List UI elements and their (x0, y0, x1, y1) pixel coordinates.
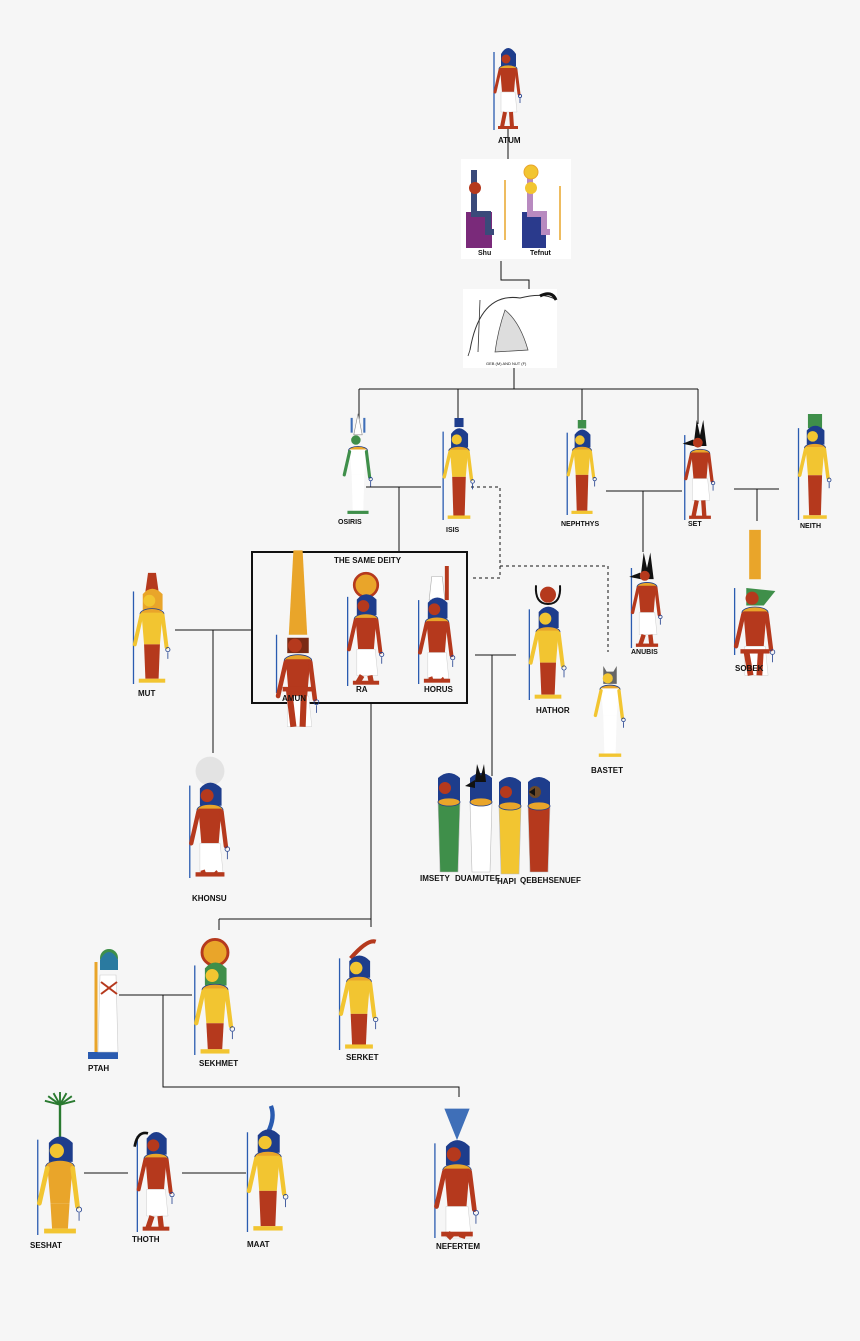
nephthys-figure (566, 420, 597, 515)
maat-figure (246, 1105, 289, 1232)
anubis-figure (629, 552, 663, 648)
same-deity-label: THE SAME DEITY (334, 556, 402, 565)
label-ra: RA (356, 685, 368, 694)
dashed-connector (470, 486, 501, 579)
qebehsenuef-jar (527, 777, 551, 873)
label-geb-nut: GEB (M) AND NUT (F) (486, 361, 527, 366)
label-set: SET (688, 521, 702, 528)
label-hathor: HATHOR (536, 706, 570, 715)
bastet-figure (593, 665, 626, 757)
dashed-connector (500, 565, 609, 652)
label-maat: MAAT (247, 1240, 270, 1249)
nefertem-figure (434, 1108, 479, 1241)
label-imsety: IMSETY (420, 874, 450, 883)
label-bastet: BASTET (591, 766, 623, 775)
khonsu-figure (189, 756, 231, 878)
hapi-jar (498, 777, 522, 875)
sobek-figure (733, 529, 776, 676)
label-hapi: HAPI (497, 877, 517, 886)
osiris-figure (342, 413, 373, 514)
label-nephthys: NEPHTHYS (561, 521, 600, 528)
geb-nut-sketch (467, 292, 558, 357)
ra-figure (346, 571, 385, 686)
label-osiris: OSIRIS (338, 519, 362, 526)
label-thoth: THOTH (132, 1235, 160, 1244)
isis-figure (442, 418, 475, 520)
label-shu: Shu (478, 250, 492, 257)
label-duamutef: DUAMUTEF (455, 874, 500, 883)
sekhmet-figure (194, 938, 236, 1055)
label-isis: ISIS (446, 527, 460, 534)
label-ptah: PTAH (88, 1064, 110, 1073)
label-khonsu: KHONSU (192, 894, 227, 903)
label-horus: HORUS (424, 685, 453, 694)
horus-figure (417, 566, 456, 684)
seshat-figure (36, 1092, 83, 1235)
amun-figure (275, 550, 320, 728)
label-atum: ATUM (498, 136, 521, 145)
imsety-jar (437, 773, 461, 873)
connector-line (162, 995, 460, 1097)
serket-figure (338, 939, 379, 1050)
ptah-figure (88, 949, 119, 1059)
label-sekhmet: SEKHMET (199, 1059, 239, 1068)
connector-line (500, 261, 530, 291)
label-sobek: SOBEK (735, 664, 764, 673)
label-qebehsenuef: QEBEHSENUEF (520, 876, 581, 885)
neith-figure (797, 414, 832, 520)
duamutef-jar (465, 764, 493, 873)
label-nefertem: NEFERTEM (436, 1242, 480, 1251)
shu-tefnut-figures (466, 164, 561, 248)
label-neith: NEITH (800, 523, 821, 530)
label-mut: MUT (138, 689, 156, 698)
label-amun: AMUN (282, 694, 306, 703)
hathor-figure (528, 585, 567, 700)
atum-figure (493, 48, 523, 130)
label-serket: SERKET (346, 1053, 379, 1062)
label-anubis: ANUBIS (631, 649, 658, 656)
label-tefnut: Tefnut (530, 250, 551, 257)
label-seshat: SESHAT (30, 1241, 62, 1250)
mut-figure (132, 572, 171, 684)
set-figure (682, 419, 716, 520)
thoth-figure (133, 1131, 175, 1232)
